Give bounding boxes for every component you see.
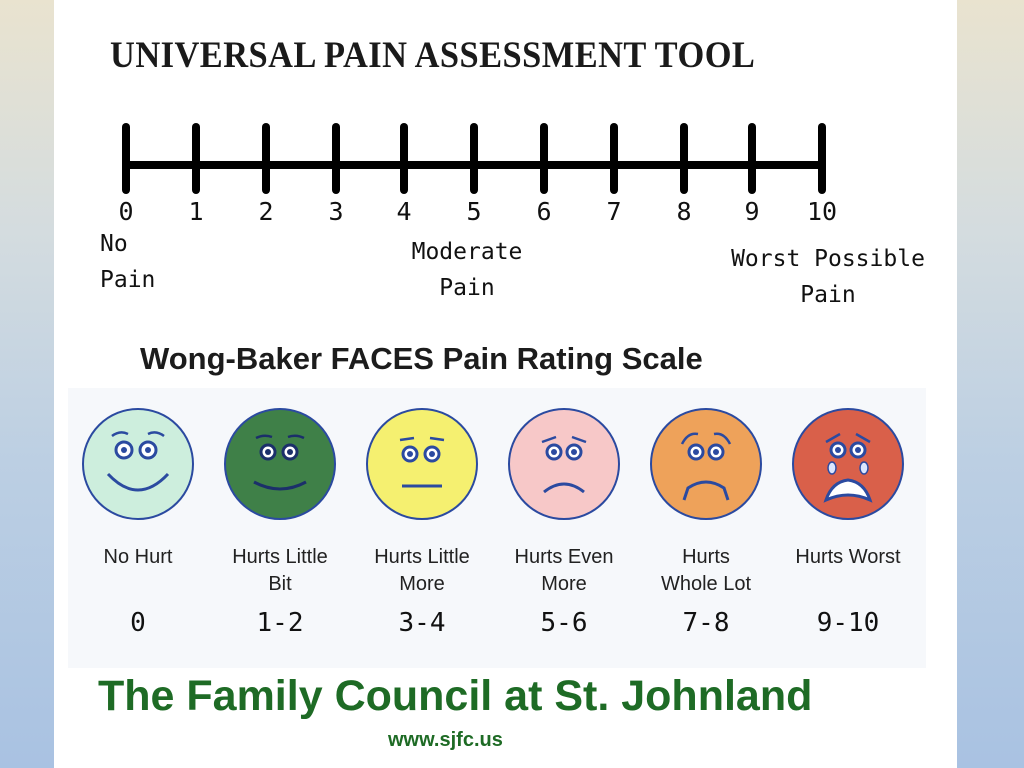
face-3-label-line1: Hurts Even — [514, 546, 614, 568]
face-5-label-line1: Hurts Worst — [795, 546, 901, 568]
faces-panel: No Hurt 0 Hurts Little Bit 1-2 — [68, 388, 926, 668]
scale-label-7: 7 — [606, 197, 622, 226]
face-1-label-line1: Hurts Little — [232, 546, 328, 568]
face-0-label-line1: No Hurt — [103, 546, 173, 568]
face-1-label: Hurts Little Bit — [210, 544, 350, 598]
numeric-pain-scale-line — [122, 123, 826, 194]
very-sad-face-icon — [650, 408, 762, 520]
anchor-no-pain-line1: No — [100, 231, 128, 257]
crying-face-icon — [792, 408, 904, 520]
scale-label-0: 0 — [118, 197, 134, 226]
anchor-moderate-line2: Pain — [439, 275, 495, 301]
face-5-label: Hurts Worst — [778, 544, 918, 598]
face-4-label: Hurts Whole Lot — [636, 544, 776, 598]
face-2-label: Hurts Little More — [352, 544, 492, 598]
face-3-range: 5-6 — [540, 608, 588, 638]
anchor-moderate-line1: Moderate — [411, 239, 523, 265]
face-1-circle — [224, 408, 336, 520]
pain-scale-poster: UNIVERSAL PAIN ASSESSMENT TOOL 0 1 2 3 4 5 6 7 8… — [54, 0, 957, 768]
face-item-0: No Hurt 0 — [68, 404, 208, 638]
organization-website: www.sjfc.us — [388, 729, 503, 751]
scale-label-10: 10 — [806, 197, 838, 226]
anchor-worst-line2: Pain — [800, 282, 856, 308]
face-3-label: Hurts Even More — [494, 544, 634, 598]
face-0-range: 0 — [130, 608, 146, 638]
scale-label-6: 6 — [536, 197, 552, 226]
face-item-2: Hurts Little More 3-4 — [352, 404, 492, 638]
face-2-label-line2: More — [399, 573, 445, 595]
scale-label-5: 5 — [466, 197, 482, 226]
slight-smile-face-icon — [224, 408, 336, 520]
page-title: UNIVERSAL PAIN ASSESSMENT TOOL — [110, 35, 756, 76]
anchor-no-pain: No Pain — [100, 226, 155, 298]
face-5-range: 9-10 — [816, 608, 880, 638]
anchor-worst-pain: Worst Possible Pain — [712, 241, 944, 313]
face-2-range: 3-4 — [398, 608, 446, 638]
face-4-label-line2: Whole Lot — [660, 573, 752, 595]
organization-name: The Family Council at St. Johnland — [98, 672, 813, 720]
face-3-circle — [508, 408, 620, 520]
face-2-circle — [366, 408, 478, 520]
scale-label-1: 1 — [188, 197, 204, 226]
faces-scale-title: Wong-Baker FACES Pain Rating Scale — [140, 341, 703, 376]
face-1-range: 1-2 — [256, 608, 304, 638]
face-2-label-line1: Hurts Little — [374, 546, 470, 568]
face-3-label-line2: More — [541, 573, 587, 595]
neutral-face-icon — [366, 408, 478, 520]
face-item-3: Hurts Even More 5-6 — [494, 404, 634, 638]
face-1-label-line2: Bit — [268, 573, 292, 595]
scale-label-3: 3 — [328, 197, 344, 226]
face-item-5: Hurts Worst 9-10 — [778, 404, 918, 638]
anchor-worst-line1: Worst Possible — [731, 246, 925, 272]
scale-label-9: 9 — [744, 197, 760, 226]
face-item-1: Hurts Little Bit 1-2 — [210, 404, 350, 638]
face-4-range: 7-8 — [682, 608, 730, 638]
face-0-label: No Hurt — [68, 544, 208, 598]
sad-face-icon — [508, 408, 620, 520]
face-item-4: Hurts Whole Lot 7-8 — [636, 404, 776, 638]
anchor-no-pain-line2: Pain — [100, 267, 156, 293]
anchor-moderate-pain: Moderate Pain — [392, 234, 542, 306]
scale-label-4: 4 — [396, 197, 412, 226]
face-0-circle — [82, 408, 194, 520]
face-5-circle — [792, 408, 904, 520]
face-4-circle — [650, 408, 762, 520]
scale-label-2: 2 — [258, 197, 274, 226]
face-4-label-line1: Hurts — [682, 546, 730, 568]
smiling-face-icon — [82, 408, 194, 520]
scale-label-8: 8 — [676, 197, 692, 226]
